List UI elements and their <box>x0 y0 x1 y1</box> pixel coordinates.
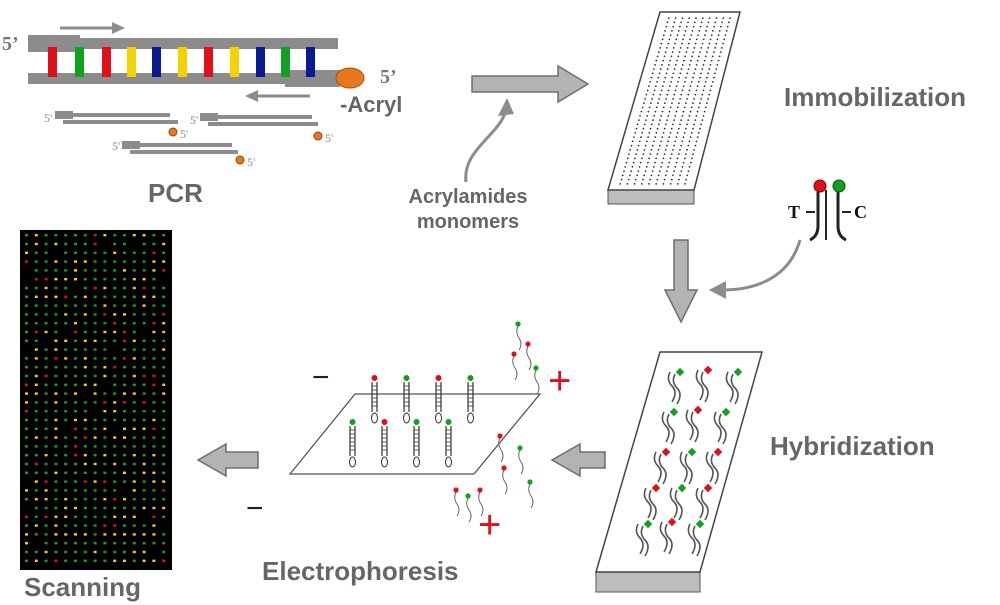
immobilization-label: Immobilization <box>784 82 966 112</box>
electrophoresis-label: Electrophoresis <box>262 556 459 586</box>
probe-curved-arrow <box>709 239 802 299</box>
acryl-bead <box>335 67 365 89</box>
probe-pair-illustration <box>806 179 851 242</box>
migrating-probes <box>453 321 540 523</box>
five-prime-frag-5: 5' <box>112 139 120 153</box>
five-prime-frag-1: 5' <box>44 111 52 125</box>
dna-top-strand <box>28 38 338 49</box>
five-prime-frag-2: 5' <box>180 127 188 141</box>
plus-sign-top: + <box>548 359 571 403</box>
primer-bottom <box>285 70 340 87</box>
scanning-label: Scanning <box>24 572 141 602</box>
arrow-to-electrophoresis <box>550 442 606 478</box>
dna-bottom-strand <box>28 73 338 84</box>
immobilization-chip <box>606 11 741 205</box>
arrow-to-scanning <box>196 442 259 478</box>
five-prime-bottom: 5’ <box>380 66 397 88</box>
pcr-illustration <box>28 22 365 165</box>
primer-top <box>28 35 80 52</box>
five-prime-frag-6: 5' <box>247 155 255 169</box>
five-prime-frag-4: 5' <box>325 131 333 145</box>
pcr-label: PCR <box>148 178 203 208</box>
monomers-curved-arrow <box>464 98 514 183</box>
monomers-label-line2: monomers <box>417 211 519 233</box>
probe-t-label: T <box>788 202 800 222</box>
minus-sign-bottom: − <box>246 492 264 525</box>
hybridized-probes <box>635 365 743 557</box>
monomers-label-line1: Acrylamides <box>409 186 528 208</box>
probe-c-label: C <box>854 202 867 222</box>
five-prime-top: 5’ <box>2 33 19 55</box>
scanned-array-image <box>20 230 172 570</box>
chip-spot-grid <box>619 17 731 185</box>
minus-sign-top: − <box>312 361 330 394</box>
hybridization-label: Hybridization <box>770 431 935 461</box>
plus-sign-bottom: + <box>478 503 501 547</box>
arrow-to-immobilization <box>471 64 590 104</box>
electrophoresis-gel <box>288 321 542 523</box>
hybridization-chip <box>595 351 763 593</box>
forward-primer-arrow <box>60 22 125 34</box>
scan-spots <box>25 234 166 562</box>
base-pairs <box>48 47 315 77</box>
five-prime-frag-3: 5' <box>190 113 198 127</box>
gel-probes <box>349 375 474 468</box>
acryl-label: -Acryl <box>340 92 402 117</box>
red-fluorophore <box>813 179 827 193</box>
arrow-to-hybridization <box>663 239 699 324</box>
reverse-primer-arrow <box>245 90 310 102</box>
green-fluorophore <box>832 179 846 193</box>
pcr-products <box>55 111 323 165</box>
